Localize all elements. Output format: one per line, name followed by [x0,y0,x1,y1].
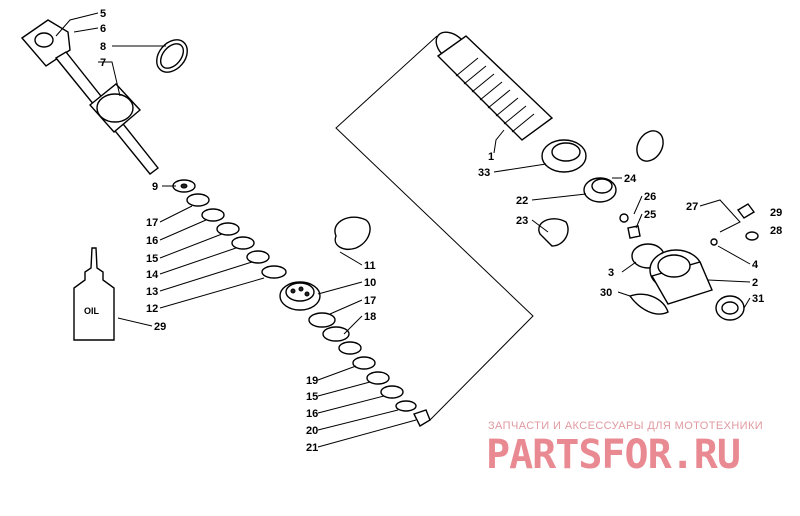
callout-3: 3 [608,267,614,279]
assembly-bracket-line [335,35,534,421]
shock-body-cylinder [435,31,554,141]
shaft-nut-part [413,409,431,427]
callout-6: 6 [100,23,106,35]
snap-ring-23-part [538,218,569,247]
callout-14: 14 [146,269,159,281]
upper-shim-stack [172,179,287,279]
callout-20: 20 [306,425,318,437]
callout-22: 22 [516,195,528,207]
callout-17-bottom: 17 [364,295,376,307]
callout-26: 26 [644,191,656,203]
callout-28: 28 [770,225,782,237]
callout-30: 30 [600,287,612,299]
callout-25: 25 [644,209,656,221]
callout-27: 27 [686,201,698,213]
bolt-29-part [736,203,756,219]
oil-bottle: OIL [73,247,115,341]
callout-18: 18 [364,311,376,323]
callout-8: 8 [100,41,106,53]
callout-16-top: 16 [146,235,158,247]
callout-13: 13 [146,286,158,298]
o-ring-26-part [619,213,629,223]
callout-23: 23 [516,215,528,227]
clip-30-part [628,293,669,315]
callout-1: 1 [488,151,494,163]
callout-10: 10 [364,277,376,289]
callout-7: 7 [100,57,106,69]
callout-24: 24 [624,173,637,185]
o-ring-24-part [636,130,664,162]
callout-labels: 5 6 8 7 9 17 16 15 14 13 12 29 11 10 17 … [100,8,782,454]
callout-21: 21 [306,442,318,454]
callout-19: 19 [306,375,318,387]
callout-16-bottom: 16 [306,408,318,420]
reservoir-body-part [649,249,713,305]
callout-31: 31 [752,293,764,305]
callout-15-top: 15 [146,253,158,265]
shaft-eye-assembly [20,19,188,175]
washer-28-part [745,231,759,241]
piston-assembly [279,281,431,427]
callout-15-bottom: 15 [306,391,318,403]
retaining-ring-11-part [334,216,371,250]
callout-33: 33 [478,167,490,179]
callout-29: 29 [770,207,782,219]
leader-lines [55,12,751,448]
o-ring-8-inner [159,43,185,69]
o-ring-4-part [710,238,718,246]
bumper-ring-part [96,93,134,123]
callout-4: 4 [752,259,759,271]
bracket-27 [699,199,741,233]
eye-bushing-part [34,32,54,48]
callout-12: 12 [146,303,158,315]
callout-9: 9 [152,181,158,193]
callout-5: 5 [100,8,106,20]
callout-2: 2 [752,277,758,289]
callout-17-top: 17 [146,217,158,229]
watermark-logo: PARTSFOR.RU [486,432,741,478]
oil-bottle-label: OIL [84,306,100,316]
valve-25-part [627,225,641,239]
watermark-subtitle: ЗАПЧАСТИ И АКСЕССУАРЫ ДЛЯ МОТОТЕХНИКИ [488,420,764,432]
callout-32: 29 [154,321,166,333]
callout-11: 11 [364,260,376,272]
